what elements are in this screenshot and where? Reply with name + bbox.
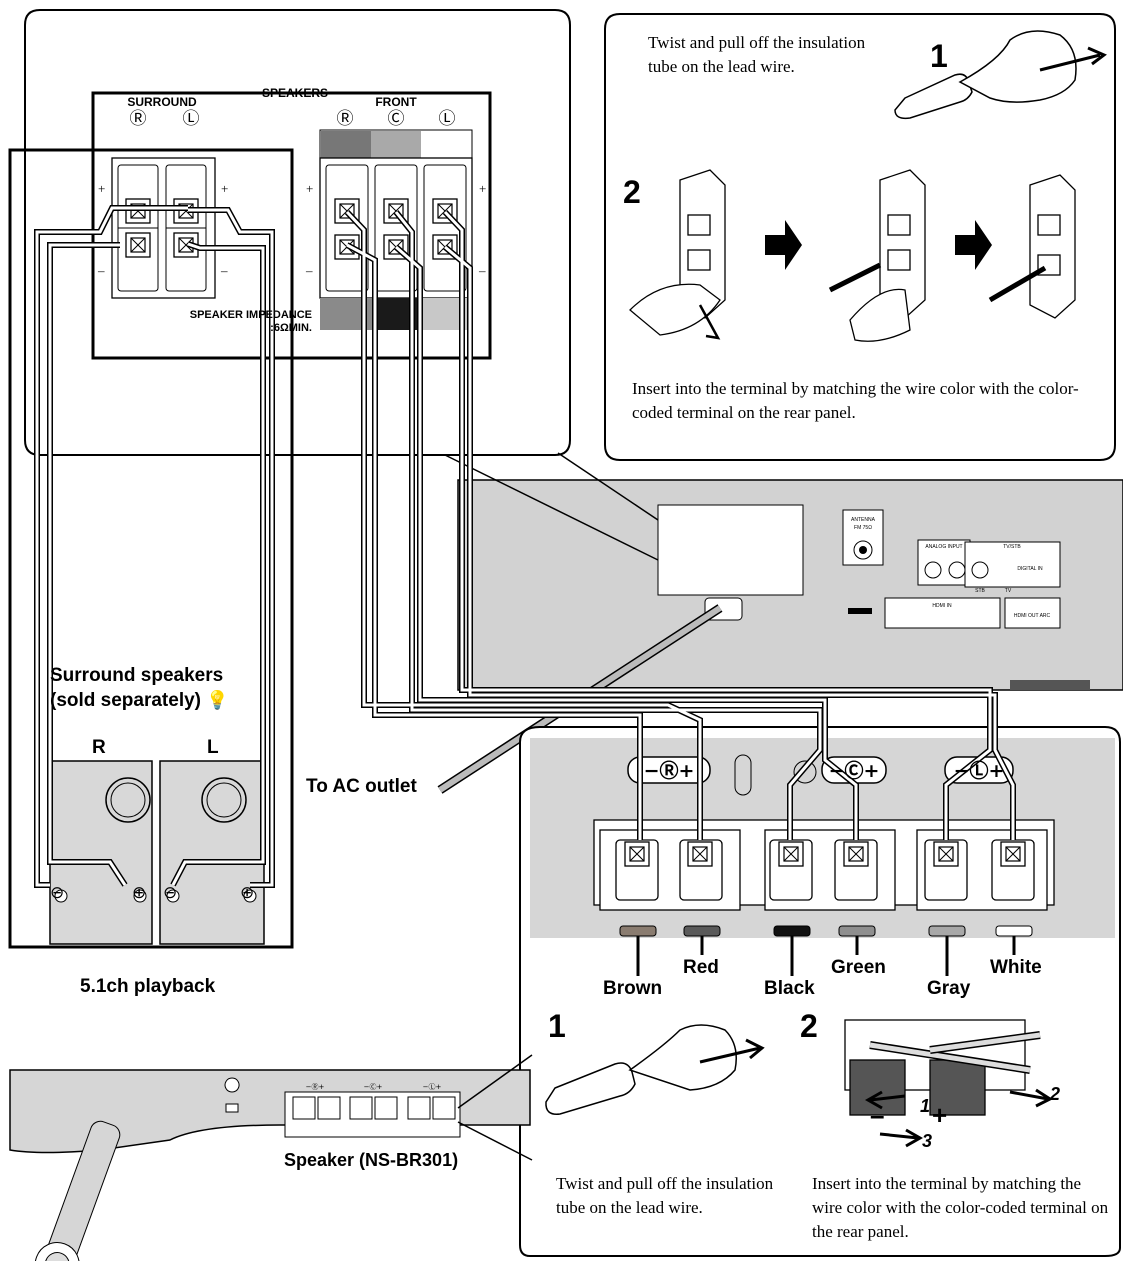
playback-caption: 5.1ch playback	[80, 976, 215, 998]
surround-channel-r: Ⓡ	[130, 109, 147, 129]
bottom-step1-number: 1	[548, 1008, 566, 1045]
rear-panel-zoom	[25, 10, 570, 455]
surround-plus-right: +	[221, 181, 228, 196]
front-plus-right: +	[479, 181, 486, 196]
wire-label-green: Green	[831, 957, 886, 979]
front-channel-r: Ⓡ	[337, 109, 354, 129]
arrow-label-1: 1	[920, 1096, 930, 1116]
receiver-hdmi-in-label: HDMI IN	[932, 603, 952, 609]
top-step2-number: 2	[623, 174, 641, 211]
step2-plus-sign: +	[932, 1100, 947, 1130]
surround-speaker-left	[160, 761, 264, 944]
receiver-stb-label: STB	[975, 588, 985, 594]
bottom-step2-number: 2	[800, 1008, 818, 1045]
color-bar-brown	[620, 926, 656, 936]
front-plus-left: +	[306, 181, 313, 196]
receiver-antenna-sub: FM 75Ω	[854, 525, 872, 531]
receiver-optical-label: DIGITAL IN	[1017, 566, 1043, 572]
color-bar-red	[684, 926, 720, 936]
bar-group-label-c: −Ⓒ+	[829, 759, 880, 782]
color-bar-black	[774, 926, 810, 936]
speakers-heading: SPEAKERS	[262, 86, 328, 100]
surround-channel-l: Ⓛ	[183, 109, 200, 129]
surround-title-line1: Surround speakers	[50, 665, 223, 687]
receiver-hdmi-out-label: HDMI OUT ARC	[1014, 613, 1051, 619]
surround-title-line2: (sold separately) 💡	[50, 690, 229, 712]
color-bar-white	[996, 926, 1032, 936]
arrow-label-3: 3	[922, 1131, 932, 1151]
surround-heading: SURROUND	[127, 95, 197, 109]
front-minus-left: –	[305, 263, 313, 278]
surround-plus-left: +	[98, 181, 105, 196]
bar-group-label-l: −Ⓛ+	[954, 759, 1005, 782]
surround-l-minus-symbol: ⊖	[163, 883, 177, 903]
surround-right-label: R	[92, 737, 106, 759]
receiver-tv-label: TV	[1005, 588, 1012, 594]
step2-minus-sign: –	[870, 1100, 884, 1130]
surround-minus-right: –	[220, 263, 228, 278]
surround-title-line2-text: (sold separately)	[50, 690, 201, 711]
receiver-analog-label: ANALOG INPUT	[925, 544, 962, 550]
wire-label-red: Red	[683, 957, 719, 979]
top-step2-text: Insert into the terminal by matching the…	[632, 377, 1082, 425]
front-minus-right: –	[478, 263, 486, 278]
mini-group-label-r: −Ⓡ+	[306, 1083, 325, 1091]
arrow-label-2: 2	[1049, 1084, 1060, 1104]
surround-l-plus-symbol: ⊕	[240, 883, 254, 903]
ac-outlet-label: To AC outlet	[306, 776, 417, 798]
mini-group-label-c: −Ⓒ+	[364, 1083, 383, 1091]
wire-label-black: Black	[764, 978, 815, 1000]
wire-label-brown: Brown	[603, 978, 662, 1000]
wire-label-gray: Gray	[927, 978, 970, 1000]
color-bar-green	[839, 926, 875, 936]
surround-left-label: L	[207, 737, 219, 759]
lightbulb-icon: 💡	[206, 690, 228, 710]
front-channel-c: Ⓒ	[388, 109, 405, 129]
mini-group-label-l: −Ⓛ+	[423, 1083, 442, 1091]
surround-r-minus-symbol: ⊖	[50, 883, 64, 903]
receiver-antenna-label: ANTENNA	[851, 517, 876, 523]
bottom-step2-text: Insert into the terminal by matching the…	[812, 1172, 1112, 1244]
color-bar-gray	[929, 926, 965, 936]
impedance-line1: SPEAKER IMPEDANCE	[190, 309, 312, 321]
impedance-line2: :6ΩMIN.	[270, 322, 312, 334]
surround-minus-left: –	[97, 263, 105, 278]
wire-label-white: White	[990, 957, 1042, 979]
surround-r-plus-symbol: ⊕	[132, 883, 146, 903]
bottom-step1-text: Twist and pull off the insulation tube o…	[556, 1172, 776, 1220]
receiver-tvstb-label: TV/STB	[1003, 544, 1021, 550]
speaker-model-label: Speaker (NS-BR301)	[284, 1150, 458, 1171]
top-step1-text: Twist and pull off the insulation tube o…	[648, 31, 878, 79]
top-step1-number: 1	[930, 38, 948, 75]
bar-group-label-r: −Ⓡ+	[644, 759, 695, 782]
front-heading: FRONT	[375, 95, 417, 109]
bar-terminal-groups	[600, 830, 1047, 910]
surround-speaker-right	[50, 761, 152, 944]
front-channel-l: Ⓛ	[439, 109, 456, 129]
